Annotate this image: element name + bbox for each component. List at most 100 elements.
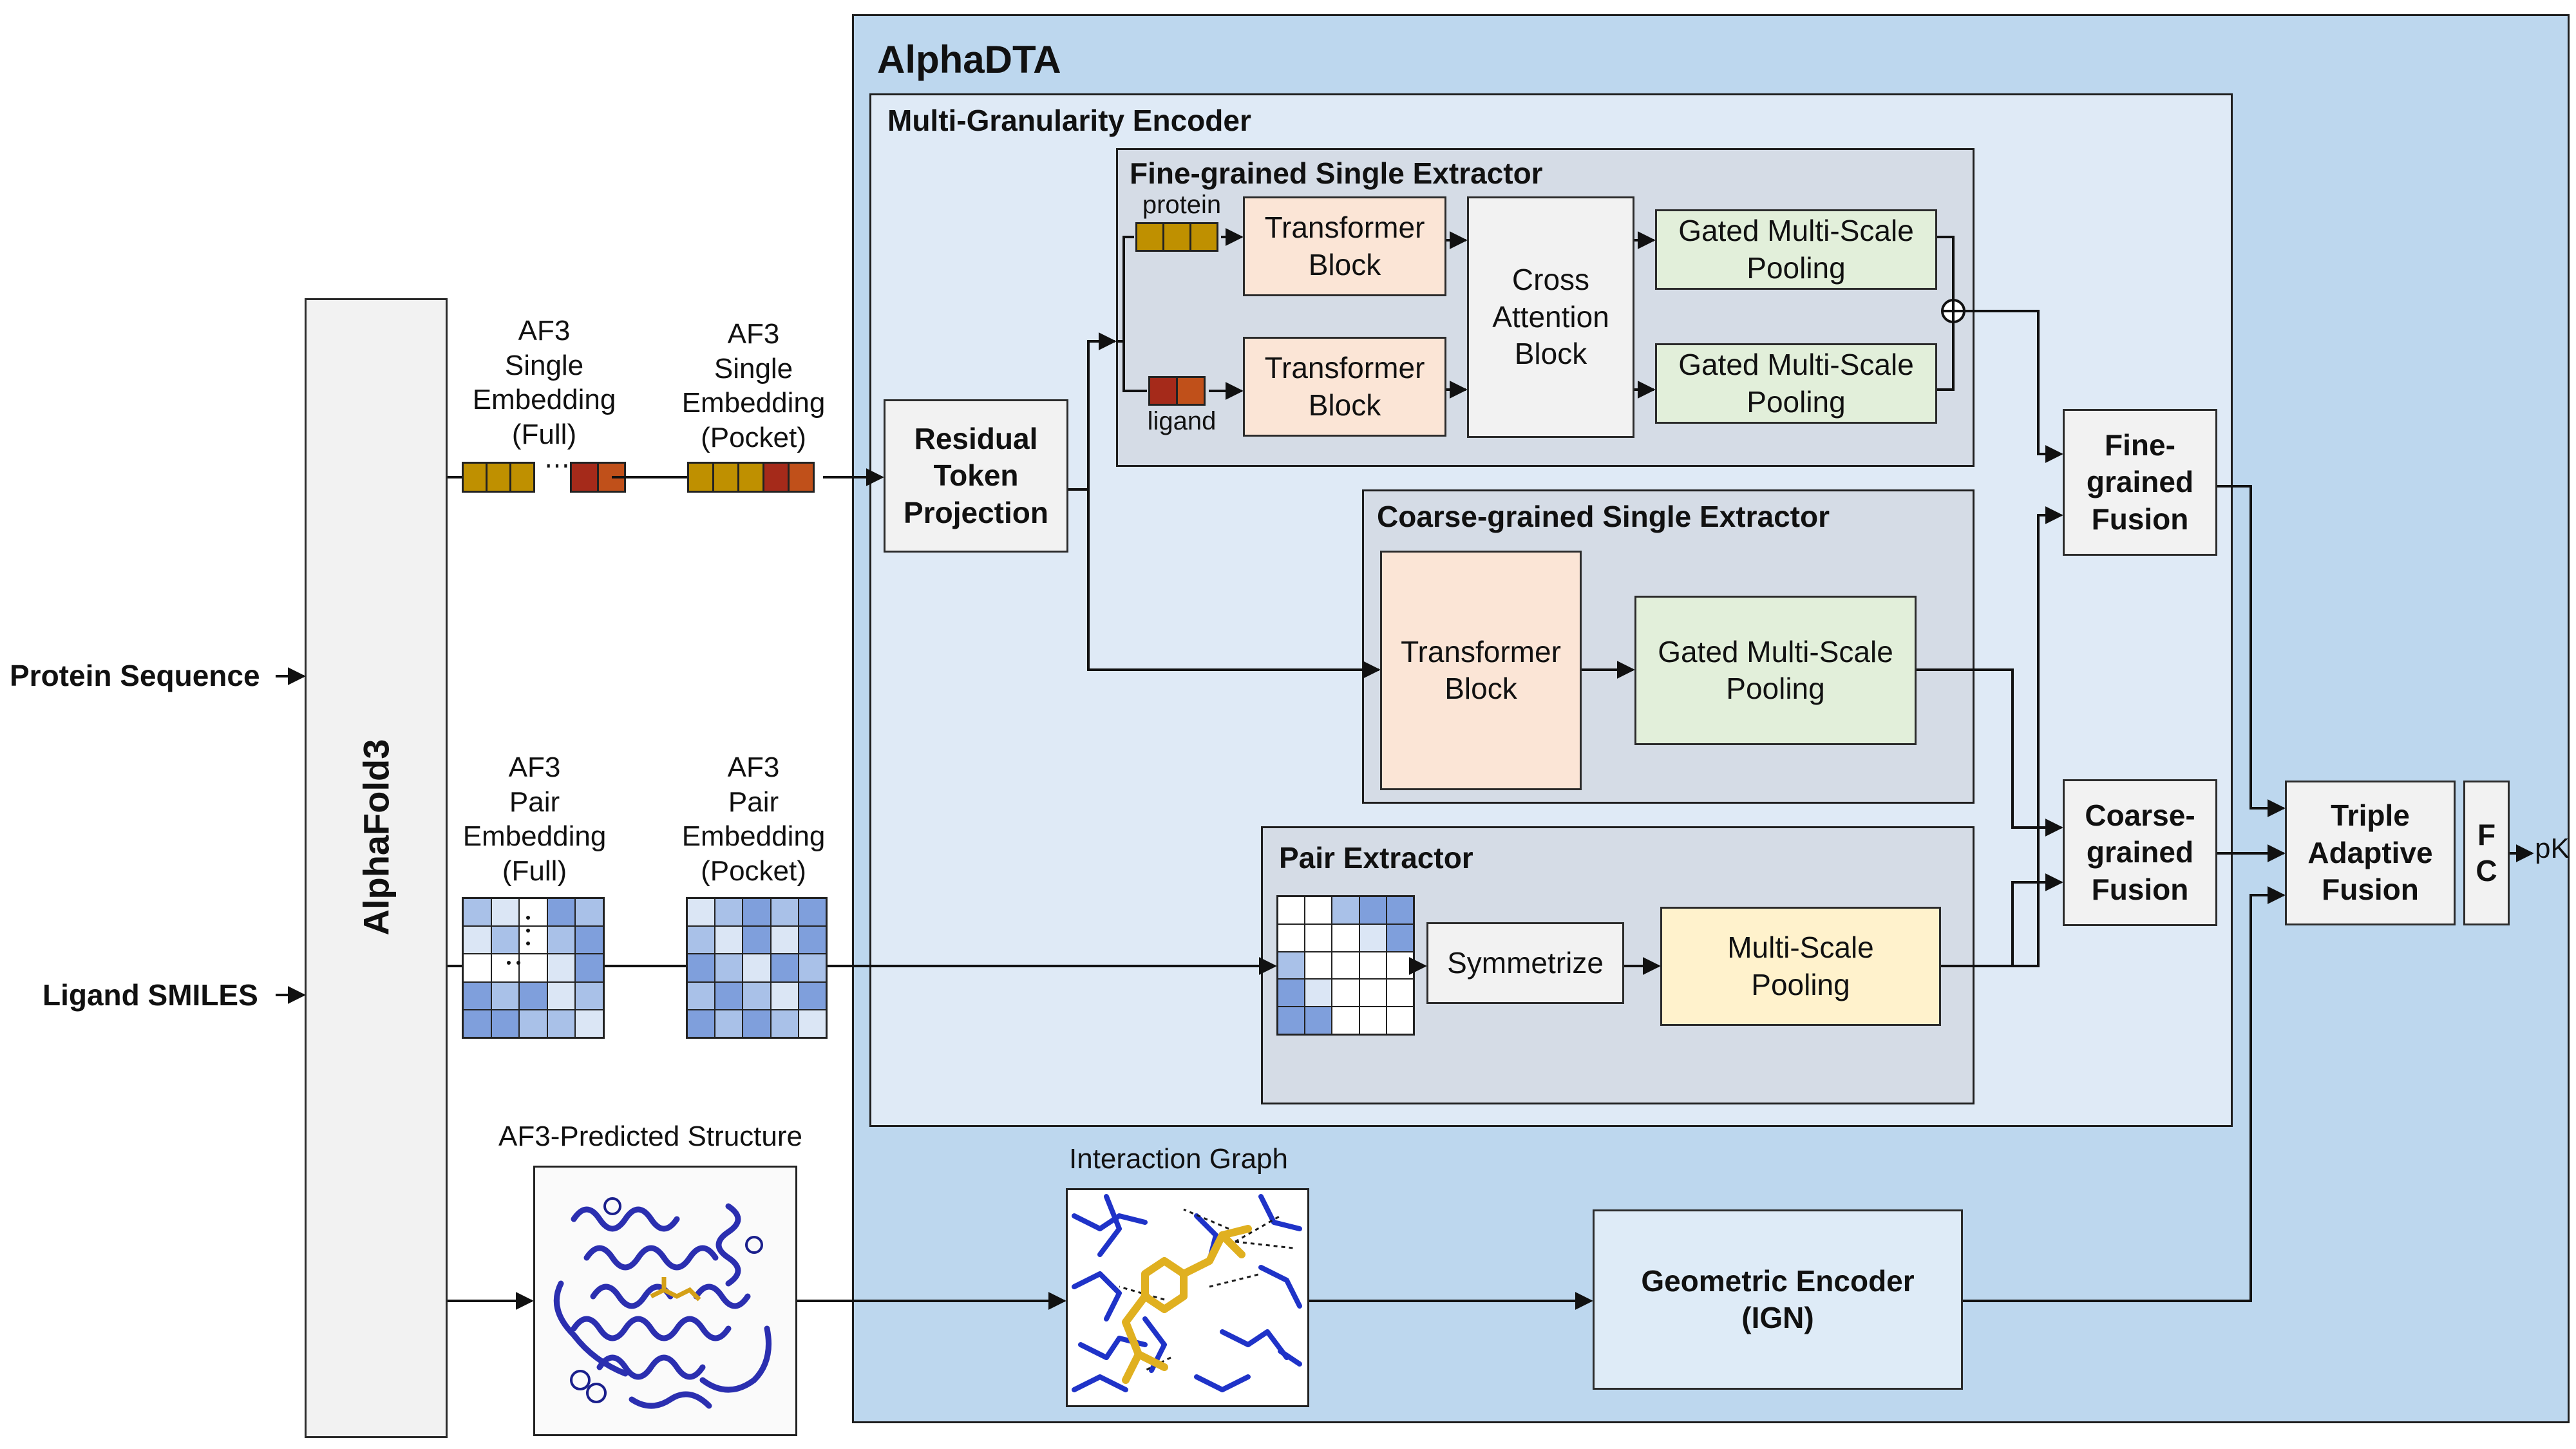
- grid-cell: [1278, 951, 1305, 980]
- grid-cell: [575, 898, 603, 927]
- grid-cell: [715, 898, 743, 927]
- ligand-token-label: ligand: [1147, 407, 1217, 435]
- grid-cell: [715, 981, 743, 1010]
- fine-extractor-title: Fine-grained Single Extractor: [1130, 156, 1543, 190]
- af3-pair-pocket-label: AF3 Pair Embedding (Pocket): [681, 752, 826, 887]
- triple-adaptive-fusion-box: Triple Adaptive Fusion: [2285, 781, 2456, 925]
- grid-cell: [547, 898, 576, 927]
- grid-cell: [687, 954, 715, 982]
- grid-cell: [743, 898, 771, 927]
- grid-cell: [1386, 951, 1414, 980]
- coarse-extractor-title: Coarse-grained Single Extractor: [1377, 500, 1830, 533]
- grid-cell: [1278, 979, 1305, 1007]
- grid-cell: [687, 1009, 715, 1037]
- grid-cell: [519, 926, 547, 954]
- grid-cell: [463, 1009, 491, 1037]
- grid-cell: [1332, 1007, 1359, 1034]
- fine-transformer-block-1: Transformer Block: [1243, 196, 1446, 296]
- protein-structure-illustration: [553, 1197, 772, 1409]
- grid-cell: [1359, 896, 1387, 924]
- interaction-graph-image: [1066, 1188, 1309, 1407]
- grid-cell: [547, 981, 576, 1010]
- grid-cell: [798, 898, 826, 927]
- grid-cell: [491, 1009, 520, 1037]
- grid-cell: [519, 981, 547, 1010]
- residual-token-projection-label: Residual Token Projection: [904, 421, 1048, 529]
- fine-transformer-block-2: Transformer Block: [1243, 337, 1446, 437]
- residual-token-projection-box: Residual Token Projection: [884, 399, 1068, 553]
- grid-cell: [770, 981, 799, 1010]
- single-pocket-embedding: [687, 462, 815, 493]
- grid-cell: [491, 898, 520, 927]
- grid-cell: [770, 1009, 799, 1037]
- protein-sequence-label: Protein Sequence: [10, 659, 260, 692]
- pair-extractor-grid: [1276, 895, 1415, 1036]
- grid-cell: [1305, 923, 1332, 952]
- coarse-transformer-block: Transformer Block: [1380, 551, 1582, 790]
- grid-cell: [519, 954, 547, 982]
- pair-pocket-embedding-grid: [686, 897, 828, 1039]
- grid-cell: [575, 926, 603, 954]
- interaction-graph-label: Interaction Graph: [1069, 1143, 1288, 1175]
- grid-cell: [715, 954, 743, 982]
- grid-cell: [1332, 896, 1359, 924]
- alphafold3-box: [305, 298, 448, 1438]
- grid-cell: [463, 981, 491, 1010]
- grid-cell: [687, 981, 715, 1010]
- af3-pair-full-label: AF3 Pair Embedding (Full): [462, 752, 607, 887]
- grid-cell: [1386, 923, 1414, 952]
- grid-cell: [798, 981, 826, 1010]
- grid-cell: [1359, 1007, 1387, 1034]
- grid-cell: [575, 1009, 603, 1037]
- single-full-embedding-protein: [462, 462, 535, 493]
- grid-cell: [491, 981, 520, 1010]
- grid-cell: [1332, 979, 1359, 1007]
- cross-attention-block: Cross Attention Block: [1467, 196, 1634, 438]
- af3-single-pocket-label: AF3 Single Embedding (Pocket): [681, 318, 826, 454]
- protein-token-label: protein: [1142, 191, 1222, 219]
- grid-cell: [1305, 1007, 1332, 1034]
- grid-cell: [770, 954, 799, 982]
- pair-full-embedding-grid: [462, 897, 605, 1039]
- coarse-gated-pooling: Gated Multi-Scale Pooling: [1634, 596, 1917, 745]
- alphafold3-label: AlphaFold3: [355, 739, 397, 936]
- grid-cell: [1359, 923, 1387, 952]
- grid-cell: [743, 954, 771, 982]
- symmetrize-block: Symmetrize: [1426, 922, 1624, 1004]
- grid-cell: [463, 926, 491, 954]
- grid-cell: [1386, 979, 1414, 1007]
- grid-cell: [463, 954, 491, 982]
- alphadta-title: AlphaDTA: [877, 38, 1061, 81]
- geometric-encoder-box: Geometric Encoder (IGN): [1593, 1209, 1963, 1390]
- grid-cell: [519, 1009, 547, 1037]
- grid-cell: [547, 926, 576, 954]
- grid-cell: [1305, 896, 1332, 924]
- grid-cell: [715, 926, 743, 954]
- multi-scale-pooling-block: Multi-Scale Pooling: [1660, 907, 1941, 1026]
- grid-cell: [715, 1009, 743, 1037]
- grid-cell: [575, 981, 603, 1010]
- single-full-ellipsis: ⋯: [544, 451, 570, 480]
- grid-cell: [463, 898, 491, 927]
- grid-cell: [1278, 896, 1305, 924]
- grid-cell: [743, 1009, 771, 1037]
- grid-cell: [1359, 979, 1387, 1007]
- grid-cell: [1305, 951, 1332, 980]
- pair-extractor-title: Pair Extractor: [1279, 841, 1473, 875]
- predicted-structure-label: AF3-Predicted Structure: [498, 1121, 802, 1152]
- fc-box: F C: [2463, 781, 2510, 925]
- grid-cell: [743, 926, 771, 954]
- grid-cell: [1386, 896, 1414, 924]
- grid-cell: [1305, 979, 1332, 1007]
- grid-cell: [687, 898, 715, 927]
- protein-token-strip: [1135, 222, 1218, 252]
- grid-cell: [770, 926, 799, 954]
- grid-cell: [491, 954, 520, 982]
- grid-cell: [519, 898, 547, 927]
- grid-cell: [1386, 1007, 1414, 1034]
- interaction-graph-illustration: [1072, 1194, 1302, 1392]
- grid-cell: [770, 898, 799, 927]
- grid-cell: [743, 981, 771, 1010]
- grid-cell: [1332, 923, 1359, 952]
